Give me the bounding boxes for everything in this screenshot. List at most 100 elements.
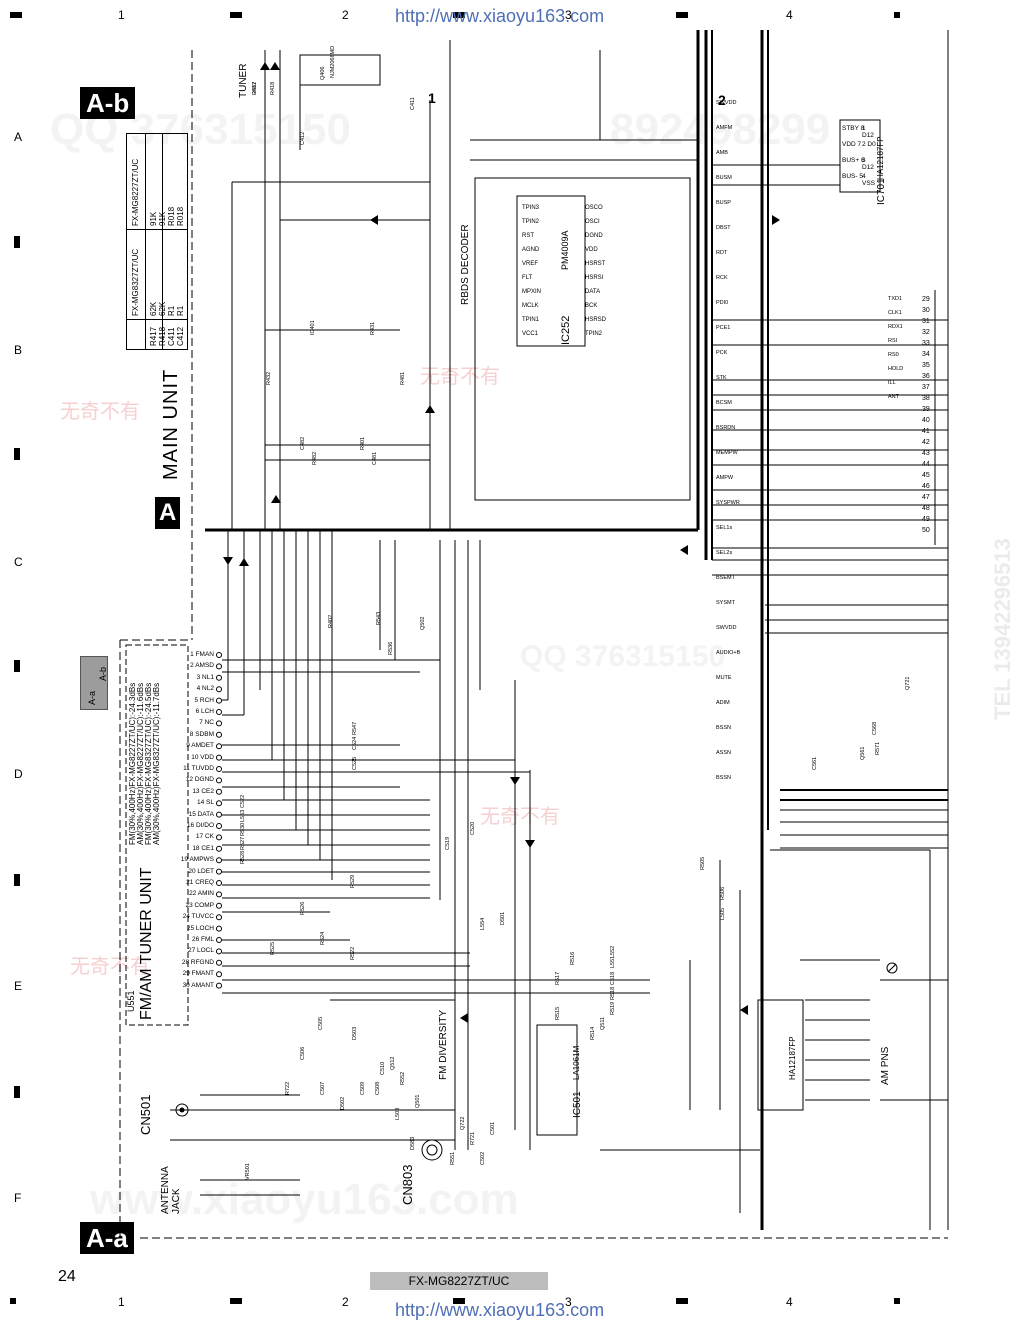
bus-signal-label: BSSN [716,775,731,781]
column-label-4-bottom: 4 [786,1295,793,1309]
right-signal-label: RSI [888,338,898,344]
right-pin-number: 42 [922,439,930,446]
tuner-pin: 5 RCH [194,696,214,704]
row-marker [14,874,20,886]
bus-signal-label: AMFM [716,125,733,131]
tuner-pin-terminal [216,834,222,841]
tuner-pin: 3 NL1 [196,673,214,681]
tuner-pin: 29 FMANT [182,970,214,978]
tuner-pin-terminal [216,743,222,750]
tuner-pin-terminal [216,891,222,898]
tuner-pin: 7 NC [199,719,214,727]
row-label-d: D [14,767,23,781]
bus-signal-label: DBST [716,225,731,231]
rbds-pin: DGND [585,233,603,239]
page-number: 24 [58,1268,76,1285]
tuner-pin-terminal [216,777,222,784]
connector-tab[interactable]: A-a A-b [80,656,108,710]
tuner-pin-terminal [216,845,222,852]
right-pin-number: 38 [922,395,930,402]
ic701-pin: BUS+ 6 [842,157,865,164]
right-signal-label: ANT [888,394,899,400]
bus-signal-label: SEL1s [716,525,733,531]
tuner-pin: 21 CREQ [186,879,214,886]
sheet-label-a-a: A-a [80,1222,134,1254]
column-label-3: 3 [565,8,572,22]
right-pin-number: 40 [922,417,930,424]
tuner-pin-terminal [216,754,222,761]
tuner-pin: 9 AMDET [186,742,214,750]
column-label-1-bottom: 1 [118,1295,125,1309]
right-pin-number: 29 [922,296,930,303]
tuner-pin: 28 RFGND [181,958,214,966]
watermark-cn: 无奇不有 [420,366,500,388]
rbds-pin: MPXIN [522,289,542,295]
right-pin-number: 46 [922,483,930,490]
tuner-pin-terminal [216,766,222,772]
rbds-pin: TPIN3 [522,205,540,211]
grid-marker [676,1298,688,1304]
right-pin-number: 34 [922,351,930,358]
tuner-pin-terminal [216,982,222,989]
right-pin-number: 31 [922,318,930,325]
grid-marker [230,12,242,18]
tuner-pin-terminal [216,652,222,658]
grid-marker [10,12,22,18]
row-label-f: F [14,1191,22,1205]
ic701-pin: VDD 7 [842,141,862,148]
tuner-pin: 1 FMAN [190,651,214,658]
tuner-pin-terminal [216,720,222,727]
tuner-pin: 19 AMPWS [180,856,214,864]
node-label-1: 1 [428,90,436,106]
sheet-label-a-b: A-b [80,87,136,119]
right-signal-label: ILL [888,380,896,386]
bus-signal-label: AMPW [716,475,734,481]
bus-signal-label: SWVDD [716,100,737,106]
source-url-top[interactable]: http://www.xiaoyu163.com [395,6,605,26]
tuner-pin: 2 AMSD [190,662,214,670]
column-label-3-bottom: 3 [565,1295,572,1309]
rbds-pin: HSRSD [585,317,607,323]
right-pin-number: 33 [922,340,930,347]
rbds-pin: TPIN1 [522,317,540,323]
tuner-pin-terminal [216,686,222,693]
bus-signal-label: RDT [716,250,728,256]
tuner-pin-terminal [216,880,222,886]
tuner-pin-terminal [216,959,222,966]
tuner-pin-terminal [216,948,222,955]
rbds-pin: HSRSI [585,275,604,281]
bus-signal-label: SWVDD [716,625,737,631]
bus-signal-label: BUSP [716,200,731,206]
bus-signal-label: PDI0 [716,300,729,306]
tuner-pin: 10 VDD [191,753,214,761]
rbds-pin: VDD [585,247,598,253]
tuner-pin: 6 LCH [195,708,214,715]
bus-signal-label: AMB [716,150,728,156]
bus-signal-label: AUDIO+B [716,650,741,656]
tuner-pin: 25 LOCH [186,924,214,932]
variant-table: FX-MG8227ZT/UC FX-MG8327ZT/UC R417 62K 9… [126,133,188,350]
ic701-pin: STBY 8 [842,125,865,132]
source-url-bottom[interactable]: http://www.xiaoyu163.com [395,1300,605,1320]
row-label-b: B [14,343,23,357]
tuner-pin: 4 NL2 [196,685,214,693]
tuner-pin: 14 SL [197,799,214,807]
tuner-pin: 16 DI/DO [186,822,214,829]
grid-marker [894,1298,900,1304]
rbds-pin: TPIN2 [522,219,540,225]
tuner-pin-terminal [216,857,222,864]
grid-marker [10,1298,16,1304]
bus-signal-label: BUSM [716,175,732,181]
rbds-pin: AGND [522,247,540,253]
rbds-pin: FLT [522,275,533,281]
tuner-pin: 8 SDBM [189,730,214,738]
column-label-2-bottom: 2 [342,1295,349,1309]
bus-signal-label: BSRDN [716,425,736,431]
tuner-pin-terminal [216,902,222,909]
tuner-pin-list: 1 FMAN 2 AMSD 3 NL1 4 NL2 5 RCH 6 LCH 7 NC 8 SD… [162,650,222,995]
right-pin-number: 35 [922,362,930,369]
rbds-pin: BCK [585,303,598,309]
